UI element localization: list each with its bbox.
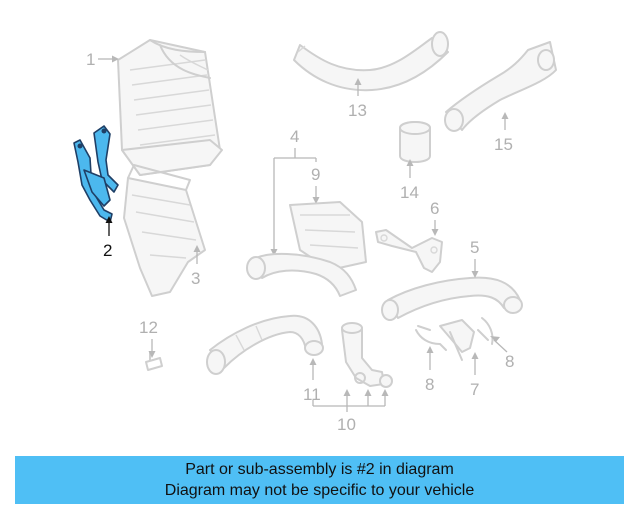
banner-line-disclaimer: Diagram may not be specific to your vehi… [164, 482, 475, 499]
part-5-hose [381, 276, 523, 321]
svg-text:12: 12 [139, 318, 158, 337]
part-3-air-duct [123, 164, 206, 297]
svg-text:2: 2 [103, 241, 112, 260]
info-banner: Part or sub-assembly is #2 in diagram Di… [15, 456, 624, 504]
callout-7: 7 [470, 352, 479, 399]
part-15-pipe [444, 41, 557, 132]
callout-8-right: 8 [490, 336, 514, 371]
banner-line-part: Part or sub-assembly is #2 in diagram [185, 461, 454, 478]
svg-text:10: 10 [337, 415, 356, 434]
callout-4-group: 4 [270, 127, 317, 256]
svg-text:4: 4 [290, 127, 299, 146]
callout-14: 14 [400, 159, 419, 202]
svg-text:1: 1 [86, 50, 95, 69]
svg-text:3: 3 [191, 269, 200, 288]
part-12-clip [145, 351, 163, 371]
callout-3: 3 [191, 245, 201, 288]
callout-6: 6 [430, 199, 439, 236]
callout-9: 9 [311, 165, 320, 204]
part-14-coupler [399, 121, 431, 163]
svg-text:9: 9 [311, 165, 320, 184]
part-2-bracket-highlighted [73, 125, 119, 223]
svg-text:7: 7 [470, 380, 479, 399]
callout-1: 1 [86, 50, 119, 69]
callout-5: 5 [470, 238, 479, 278]
svg-text:5: 5 [470, 238, 479, 257]
callout-8-left: 8 [425, 346, 434, 394]
part-8-clamp-left [415, 325, 447, 351]
part-8-clamp-right [477, 317, 494, 345]
part-1-intercooler [117, 39, 223, 176]
svg-text:13: 13 [348, 101, 367, 120]
part-13-hose [293, 31, 449, 92]
callout-11: 11 [303, 358, 321, 404]
svg-text:8: 8 [425, 375, 434, 394]
svg-text:15: 15 [494, 135, 513, 154]
callout-15: 15 [494, 112, 513, 154]
callout-10-group: 10 [312, 389, 389, 434]
svg-text:6: 6 [430, 199, 439, 218]
part-10-valve [341, 322, 393, 388]
svg-text:8: 8 [505, 352, 514, 371]
parts-diagram: 1 3 2 12 [73, 31, 557, 434]
svg-text:11: 11 [303, 385, 321, 404]
svg-text:14: 14 [400, 183, 419, 202]
part-9-heat-shield [289, 201, 367, 271]
callout-13: 13 [348, 78, 367, 120]
part-4-hose [246, 252, 357, 297]
part-6-bracket [375, 229, 443, 273]
callout-2: 2 [103, 216, 113, 260]
part-7-bracket [439, 319, 475, 361]
callout-12: 12 [139, 318, 158, 358]
part-11-hose [206, 314, 324, 375]
